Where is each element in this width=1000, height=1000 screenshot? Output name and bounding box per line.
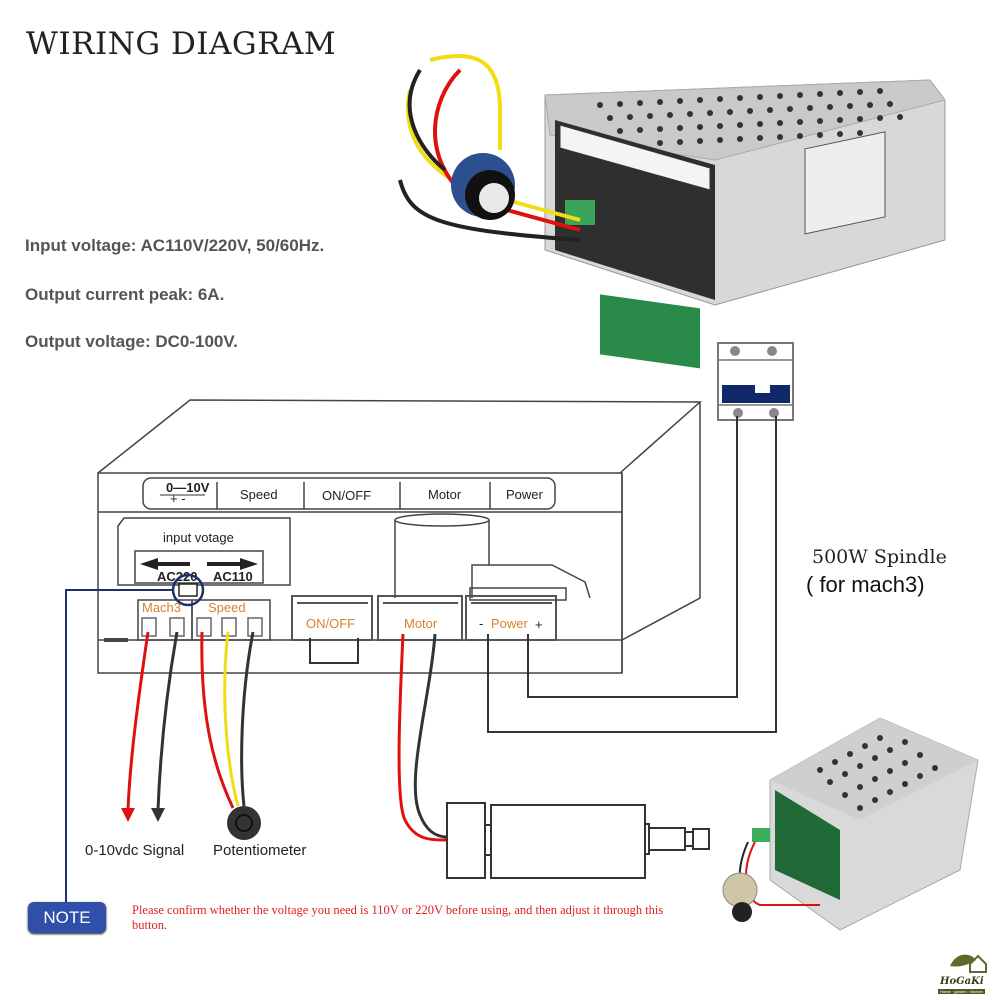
pot-wire-black <box>240 631 255 807</box>
potentiometer-label: Potentiometer <box>213 842 307 859</box>
label-signal-polarity: + - <box>170 491 186 506</box>
hogaki-logo <box>950 954 987 973</box>
arrow-down-icon <box>121 808 135 822</box>
power-minus-wire <box>487 416 777 733</box>
voltage-selector-switch[interactable] <box>178 583 198 597</box>
arrow-down-icon <box>151 808 165 822</box>
leaf-icon <box>950 954 976 967</box>
terminal-label-mach3: Mach3 <box>142 600 181 615</box>
voltage-switch-title: input votage <box>163 530 234 545</box>
terminal-label-speed: Speed <box>208 600 246 615</box>
terminal-label-onoff: ON/OFF <box>306 616 355 631</box>
signal-label: 0-10vdc Signal <box>85 842 185 859</box>
label-speed: Speed <box>240 487 278 502</box>
controller-photo-bottom <box>722 717 979 931</box>
controller-photo-top <box>398 53 946 369</box>
spindle-motor <box>446 802 710 879</box>
note-text: Please confirm whether the voltage you n… <box>132 903 664 932</box>
label-signal-range: 0—10V <box>166 480 210 495</box>
controller-box <box>97 399 702 674</box>
house-icon <box>969 954 987 973</box>
pot-wire-yellow <box>223 631 240 807</box>
label-power: Power <box>506 487 544 502</box>
logo-tagline: Home · garden · kitchen <box>938 989 985 994</box>
label-motor: Motor <box>428 487 462 502</box>
terminal-label-power: Power <box>491 616 529 631</box>
motor-wire-black <box>413 633 448 839</box>
terminal-power-plus: + <box>535 617 543 632</box>
potentiometer-icon <box>227 806 261 840</box>
onoff-jumper-wire <box>309 638 359 664</box>
note-button[interactable]: NOTE <box>28 902 106 933</box>
note-leader-line <box>65 589 173 903</box>
terminal-power-minus: - <box>479 616 483 631</box>
logo-name: HoGaKi <box>940 976 984 987</box>
diagram-title: WIRING DIAGRAM <box>26 26 337 62</box>
label-ac110: AC110 <box>213 569 253 584</box>
spindle-subtitle: ( for mach3) <box>806 572 925 597</box>
spindle-title: 500W Spindle <box>812 546 947 568</box>
motor-wire-red <box>397 633 448 842</box>
spec-output-voltage: Output voltage: DC0-100V. <box>25 332 238 351</box>
arrow-right-icon <box>207 558 258 570</box>
arrow-left-icon <box>140 558 190 570</box>
power-plus-wire <box>527 416 738 698</box>
terminal-label-motor: Motor <box>404 616 438 631</box>
signal-wire-black <box>156 631 179 811</box>
label-onoff: ON/OFF <box>322 488 371 503</box>
label-ac220: AC220 <box>157 569 197 584</box>
spec-input-voltage: Input voltage: AC110V/220V, 50/60Hz. <box>25 236 325 255</box>
circuit-breaker <box>717 342 794 421</box>
pot-wire-red <box>200 631 235 809</box>
signal-wire-red <box>126 631 150 811</box>
spec-output-current: Output current peak: 6A. <box>25 285 225 304</box>
